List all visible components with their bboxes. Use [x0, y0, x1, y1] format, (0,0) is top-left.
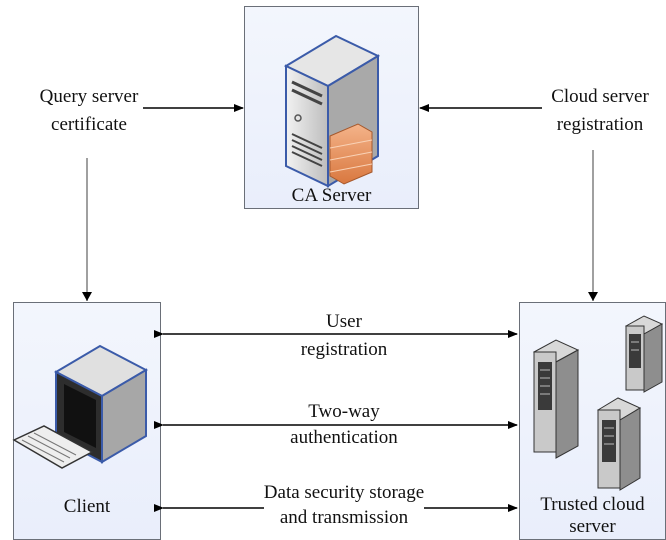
server-tower-icon-3 — [596, 397, 642, 491]
ca-server-label: CA Server — [291, 185, 372, 206]
query-label-line1: Query server — [39, 86, 139, 107]
query-label-line2: certificate — [51, 114, 127, 135]
keyboard-icon — [12, 425, 94, 469]
server-tower-icon-1 — [532, 339, 580, 459]
cloud-registration-label-line2: registration — [556, 114, 644, 135]
ca-server-icon — [283, 34, 381, 188]
authentication-label-line2: authentication — [270, 427, 418, 449]
firewall-icon — [329, 123, 373, 185]
query-down-arrowhead — [82, 292, 92, 301]
computer-icon — [12, 344, 149, 469]
user-registration-label-line2: registration — [284, 339, 404, 361]
authentication-label-line1: Two-way — [292, 401, 396, 423]
cloud-label-line2: server — [569, 516, 616, 537]
server-tower-icon-2 — [624, 315, 664, 393]
cloud-down-arrowhead — [588, 292, 598, 301]
cloud-label-line1: Trusted cloud — [540, 494, 645, 515]
storage-label-line2: and transmission — [264, 507, 424, 529]
storage-label-line1: Data security storage — [240, 482, 448, 504]
cloud-registration-label-line1: Cloud server — [551, 86, 649, 107]
user-registration-label-line1: User — [310, 311, 378, 333]
client-label: Client — [63, 496, 111, 517]
